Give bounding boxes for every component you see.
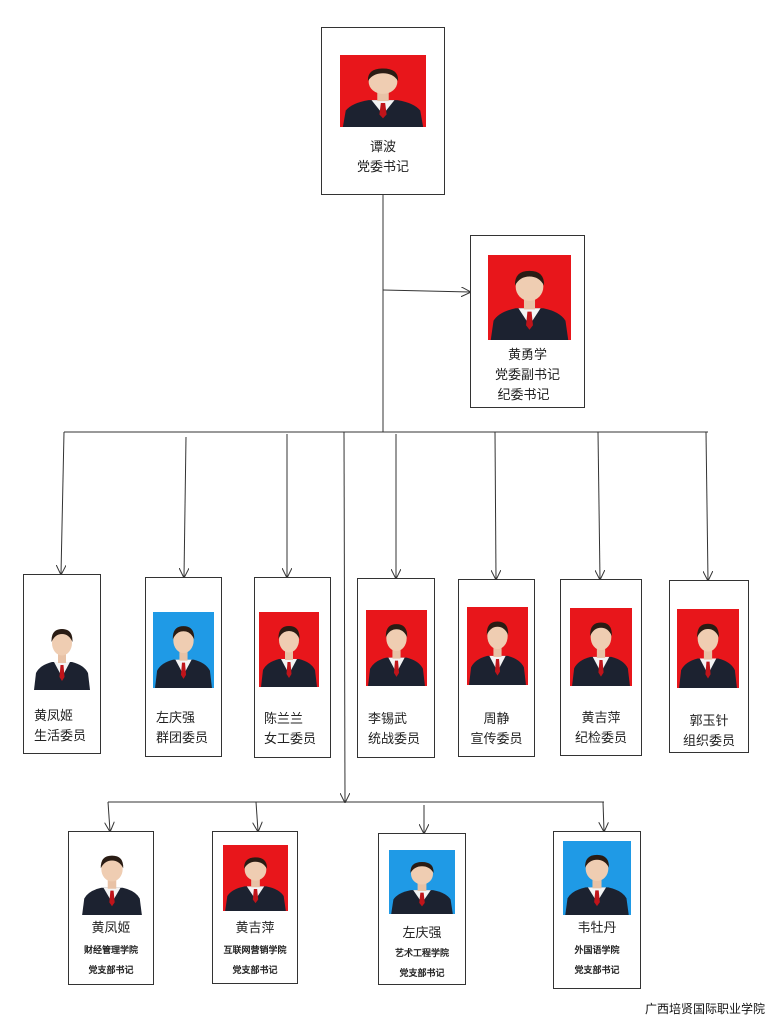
branch-role: 党支部书记 (88, 966, 134, 976)
branch-college: 外国语学院 (574, 946, 620, 956)
committee-role: 女工委员 (264, 732, 317, 747)
portrait-silhouette (563, 841, 631, 915)
committee-name: 左庆强 (156, 711, 196, 726)
deputy-name: 黄勇学 (507, 348, 547, 363)
arrow-branch-1 (108, 801, 110, 831)
committee-card: 黄吉萍 纪检委员 (560, 579, 642, 756)
committee-photo (677, 609, 739, 688)
committee-name: 周静 (483, 712, 510, 727)
portrait-silhouette (223, 845, 288, 911)
portrait-silhouette (366, 610, 427, 686)
branch-card: 左庆强 艺术工程学院 党支部书记 (378, 833, 466, 985)
committee-name: 李锡武 (368, 712, 408, 727)
committee-photo (467, 607, 528, 685)
branch-photo (389, 850, 455, 914)
deputy-photo (488, 255, 571, 340)
branch-trunk (344, 431, 345, 802)
arrow-branch-2 (256, 801, 258, 831)
committee-card: 陈兰兰 女工委员 (254, 577, 331, 758)
committee-card: 郭玉针 组织委员 (669, 580, 749, 753)
branch-card: 黄吉萍 互联网营销学院 党支部书记 (212, 831, 298, 984)
branch-card: 黄凤姬 财经管理学院 党支部书记 (68, 831, 154, 985)
arrow-committee-6 (598, 431, 600, 579)
secretary-title: 党委书记 (356, 160, 409, 175)
portrait-silhouette (80, 842, 144, 915)
branch-college: 财经管理学院 (83, 946, 138, 956)
branch-name: 黄凤姬 (91, 921, 131, 936)
committee-role: 组织委员 (682, 734, 735, 749)
arrow-committee-1 (61, 431, 64, 574)
committee-role: 生活委员 (34, 729, 87, 744)
committee-card: 左庆强 群团委员 (145, 577, 222, 757)
committee-card: 周静 宣传委员 (458, 579, 535, 757)
committee-name: 黄凤姬 (34, 709, 74, 724)
arrow-committee-7 (706, 431, 708, 580)
secretary-name: 谭波 (369, 140, 396, 155)
institution-footer: 广西培贤国际职业学院 (644, 1002, 765, 1016)
deputy-title-2: 纪委书记 (497, 388, 550, 403)
portrait-silhouette (467, 607, 528, 685)
committee-role: 群团委员 (156, 731, 209, 746)
committee-photo (32, 615, 92, 690)
branch-card: 韦牡丹 外国语学院 党支部书记 (553, 831, 641, 989)
portrait-silhouette (389, 850, 455, 914)
arrow-to-deputy (382, 290, 470, 292)
portrait-silhouette (32, 615, 92, 690)
branch-role: 党支部书记 (399, 969, 445, 979)
portrait-silhouette (153, 612, 214, 688)
portrait-silhouette (570, 608, 632, 686)
arrow-committee-2 (184, 436, 186, 577)
branch-photo (563, 841, 631, 915)
committee-role: 宣传委员 (470, 732, 523, 747)
committee-card: 李锡武 统战委员 (357, 578, 435, 758)
branch-name: 左庆强 (402, 926, 442, 941)
arrow-committee-5 (495, 431, 496, 579)
committee-name: 黄吉萍 (581, 711, 621, 726)
committee-photo (153, 612, 214, 688)
committee-photo (259, 612, 319, 687)
secretary-photo (340, 55, 426, 127)
portrait-silhouette (340, 55, 426, 127)
committee-name: 陈兰兰 (264, 712, 304, 727)
portrait-silhouette (259, 612, 319, 687)
branch-college: 艺术工程学院 (394, 949, 449, 959)
branch-college: 互联网营销学院 (223, 946, 287, 956)
deputy-secretary-card: 黄勇学 党委副书记 纪委书记 (470, 235, 585, 408)
branch-name: 韦牡丹 (577, 921, 617, 936)
branch-photo (223, 845, 288, 911)
branch-photo (80, 842, 144, 915)
branch-role: 党支部书记 (232, 966, 278, 976)
deputy-title-1: 党委副书记 (494, 368, 560, 383)
committee-role: 统战委员 (368, 732, 421, 747)
branch-name: 黄吉萍 (235, 921, 275, 936)
committee-name: 郭玉针 (689, 714, 729, 729)
branch-role: 党支部书记 (574, 966, 620, 976)
committee-card: 黄凤姬 生活委员 (23, 574, 101, 754)
secretary-card: 谭波 党委书记 (321, 27, 445, 195)
arrow-branch-4 (603, 801, 604, 831)
committee-role: 纪检委员 (574, 731, 627, 746)
committee-photo (570, 608, 632, 686)
committee-photo (366, 610, 427, 686)
portrait-silhouette (677, 609, 739, 688)
portrait-silhouette (488, 255, 571, 340)
